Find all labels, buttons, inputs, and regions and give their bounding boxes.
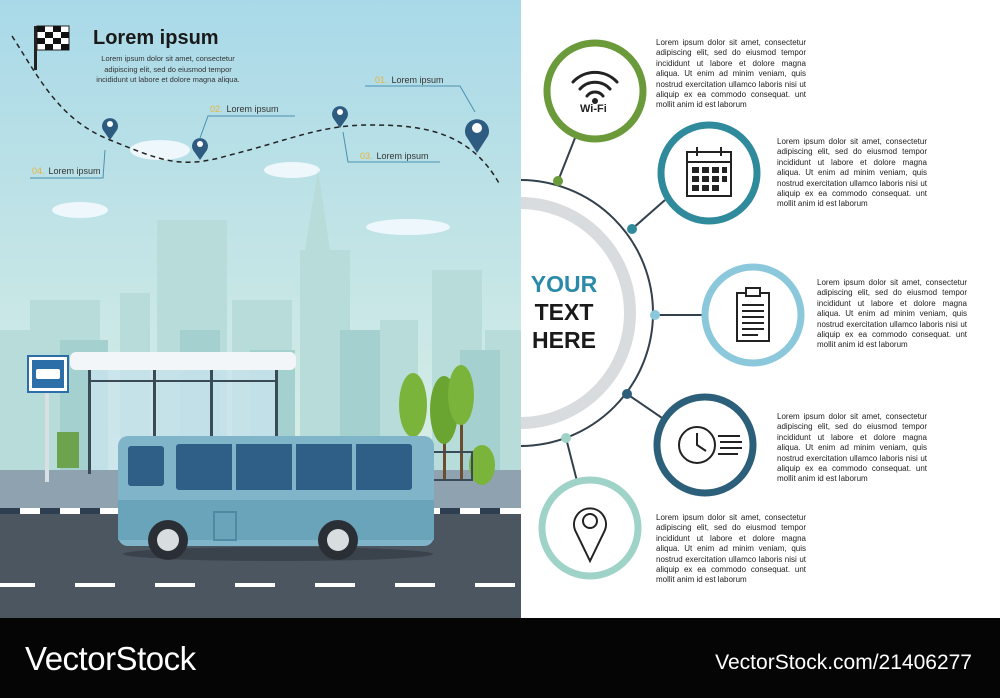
trees xyxy=(399,365,495,485)
wifi-icon xyxy=(571,70,619,98)
clouds xyxy=(52,140,450,235)
route-label-2: 02.Lorem ipsum xyxy=(210,104,279,114)
wifi-circle xyxy=(543,39,647,143)
route-label-4: 04.Lorem ipsum xyxy=(32,166,101,176)
map-pin-icon xyxy=(465,119,490,153)
center-line-2: TEXT xyxy=(534,299,594,325)
calendar-circle xyxy=(657,121,761,225)
footer-id: VectorStock.com/21406277 xyxy=(715,651,972,674)
item-text-wifi: Lorem ipsum dolor sit amet, consectetur … xyxy=(656,38,806,110)
location-pin-icon xyxy=(573,507,607,564)
item-text-clipboard: Lorem ipsum dolor sit amet, consectetur … xyxy=(817,278,967,350)
page-subtitle: Lorem ipsum dolor sit amet, consectetur … xyxy=(96,54,240,84)
leader-lines xyxy=(30,85,476,179)
footer-brand: VectorStock xyxy=(25,640,196,677)
city-scene: Lorem ipsum Lorem ipsum dolor sit amet, … xyxy=(0,0,521,618)
calendar-icon xyxy=(686,147,732,197)
page-title: Lorem ipsum xyxy=(93,27,219,49)
bus-stop-sign-icon xyxy=(27,355,69,482)
clipboard-circle xyxy=(701,263,805,367)
clock-circle xyxy=(653,393,757,497)
route-label-1: 01.Lorem ipsum xyxy=(375,75,444,85)
map-pin-icon xyxy=(332,106,348,128)
route-label-3: 03.Lorem ipsum xyxy=(360,151,429,161)
center-line-3: HERE xyxy=(532,327,596,353)
hub-diagram xyxy=(521,39,805,580)
item-text-location: Lorem ipsum dolor sit amet, consectetur … xyxy=(656,513,806,585)
map-pin-icon xyxy=(192,138,208,160)
item-text-calendar: Lorem ipsum dolor sit amet, consectetur … xyxy=(777,137,927,209)
wifi-label: Wi-Fi xyxy=(580,103,607,115)
location-circle xyxy=(538,476,642,580)
clipboard-icon xyxy=(736,287,770,342)
city-illustration xyxy=(0,0,521,618)
bus-illustration xyxy=(118,436,434,561)
clock-icon xyxy=(678,426,742,464)
watermark-footer: VectorStock VectorStock.com/21406277 xyxy=(0,618,1000,698)
connector-dots xyxy=(553,176,660,443)
item-text-clock: Lorem ipsum dolor sit amet, consectetur … xyxy=(777,412,927,484)
map-pin-icon xyxy=(102,118,119,140)
inner-arc xyxy=(521,197,636,429)
route-path xyxy=(11,35,501,186)
finish-flag-icon xyxy=(34,25,70,70)
center-text: YOUR TEXT HERE xyxy=(521,270,607,354)
center-line-1: YOUR xyxy=(530,271,598,297)
